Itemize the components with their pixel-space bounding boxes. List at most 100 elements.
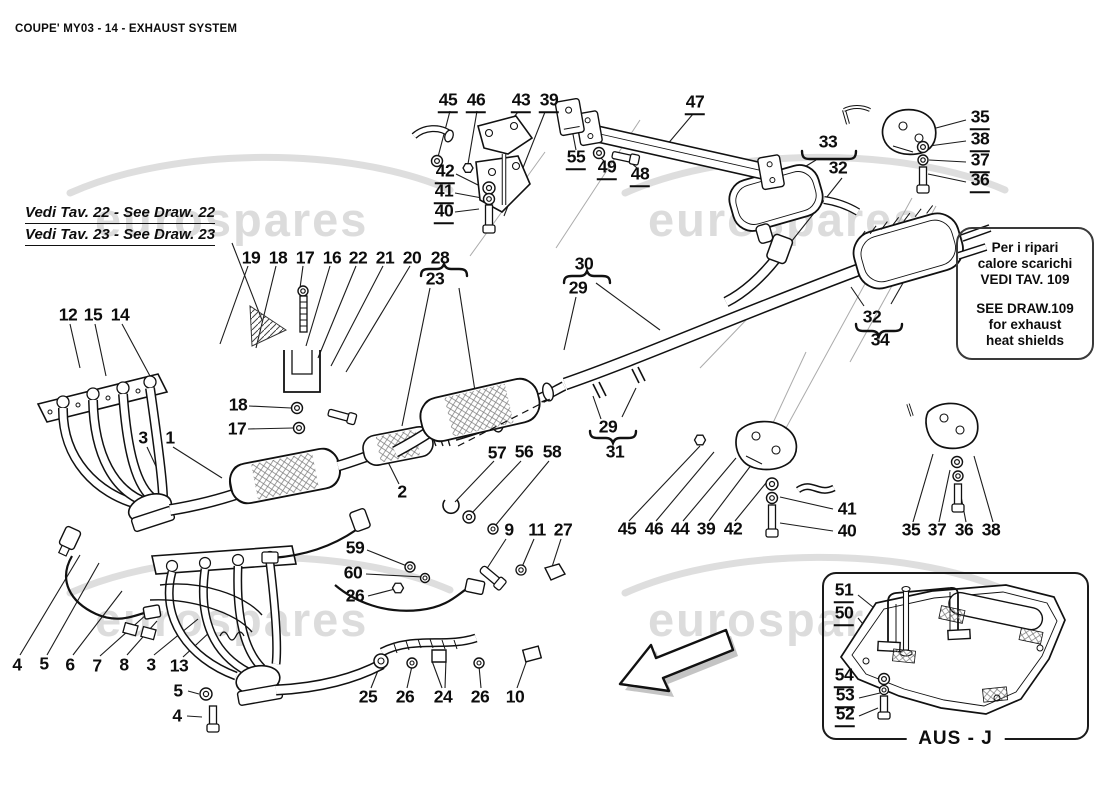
callout-46[interactable]: 46 [644, 518, 664, 539]
front-manifold [36, 373, 176, 533]
mount-stud-and-bracket [283, 285, 499, 594]
callout-38[interactable]: 38 [981, 519, 1001, 540]
callout-5[interactable]: 5 [173, 680, 183, 701]
note-line-it-3: VEDI TAV. 109 [980, 271, 1070, 287]
callout-15[interactable]: 15 [83, 304, 103, 325]
callout-35[interactable]: 35 [969, 108, 991, 130]
callout-8[interactable]: 8 [119, 654, 129, 675]
inset-box: AUS - J [822, 572, 1089, 750]
callout-13[interactable]: 13 [169, 655, 189, 676]
callout-42[interactable]: 42 [434, 162, 456, 184]
callout-12[interactable]: 12 [58, 304, 78, 325]
callout-26[interactable]: 26 [395, 686, 415, 707]
callout-30[interactable]: 30 [574, 253, 594, 274]
callout-40[interactable]: 40 [433, 202, 455, 224]
callout-38[interactable]: 38 [969, 130, 991, 152]
rear-hanger-bracket-lower [906, 402, 979, 513]
callout-27[interactable]: 27 [553, 519, 573, 540]
callout-17[interactable]: 17 [295, 247, 315, 268]
callout-50[interactable]: 50 [833, 604, 855, 626]
callout-18[interactable]: 18 [228, 394, 248, 415]
callout-3[interactable]: 3 [138, 427, 148, 448]
callout-40[interactable]: 40 [837, 520, 857, 541]
callout-4[interactable]: 4 [172, 705, 182, 726]
mid-hanger-bracket [693, 420, 836, 538]
callout-9[interactable]: 9 [504, 519, 514, 540]
callout-36[interactable]: 36 [954, 519, 974, 540]
callout-53[interactable]: 53 [834, 686, 856, 708]
callout-16[interactable]: 16 [322, 247, 342, 268]
callout-51[interactable]: 51 [833, 581, 855, 603]
callout-5[interactable]: 5 [39, 653, 49, 674]
note-line-en-2: for exhaust [988, 316, 1062, 332]
callout-10[interactable]: 10 [505, 686, 525, 707]
callout-60[interactable]: 60 [343, 562, 363, 583]
callout-26[interactable]: 26 [470, 686, 490, 707]
callout-49[interactable]: 49 [596, 158, 618, 180]
callout-56[interactable]: 56 [514, 441, 534, 462]
callout-54[interactable]: 54 [833, 666, 855, 688]
callout-41[interactable]: 41 [433, 182, 455, 204]
callout-32[interactable]: 32 [828, 157, 848, 178]
drawing-ref-2: Vedi Tav. 23 - See Draw. 23 [25, 224, 216, 246]
callout-35[interactable]: 35 [901, 519, 921, 540]
catalytic-converters-upper [392, 377, 567, 458]
group-braces [419, 149, 904, 447]
lower-manifold [149, 545, 385, 706]
callout-47[interactable]: 47 [684, 93, 706, 115]
callout-28[interactable]: 28 [430, 247, 450, 268]
callout-31[interactable]: 31 [605, 441, 625, 462]
callout-23[interactable]: 23 [425, 268, 445, 289]
callout-42[interactable]: 42 [723, 518, 743, 539]
callout-37[interactable]: 37 [927, 519, 947, 540]
callout-2[interactable]: 2 [397, 481, 407, 502]
callout-59[interactable]: 59 [345, 537, 365, 558]
callout-44[interactable]: 44 [670, 518, 690, 539]
callout-58[interactable]: 58 [542, 441, 562, 462]
watermark-text: eurospares [95, 193, 369, 246]
callout-25[interactable]: 25 [358, 686, 378, 707]
callout-46[interactable]: 46 [465, 91, 487, 113]
callout-18[interactable]: 18 [268, 247, 288, 268]
callout-32[interactable]: 32 [862, 306, 882, 327]
callout-11[interactable]: 11 [528, 519, 546, 540]
callout-43[interactable]: 43 [510, 91, 532, 113]
callout-17[interactable]: 17 [227, 418, 247, 439]
callout-6[interactable]: 6 [65, 654, 75, 675]
callout-55[interactable]: 55 [565, 148, 587, 170]
callout-57[interactable]: 57 [487, 442, 507, 463]
callout-26[interactable]: 26 [345, 585, 365, 606]
callout-34[interactable]: 34 [870, 329, 890, 350]
page-title: COUPE' MY03 - 14 - EXHAUST SYSTEM [15, 23, 238, 35]
front-mount-bracket [411, 115, 534, 234]
callout-7[interactable]: 7 [92, 655, 102, 676]
callout-36[interactable]: 36 [969, 171, 991, 193]
callout-48[interactable]: 48 [629, 165, 651, 187]
callout-39[interactable]: 39 [538, 91, 560, 113]
callout-29[interactable]: 29 [568, 277, 588, 298]
callout-37[interactable]: 37 [969, 151, 991, 173]
callout-33[interactable]: 33 [818, 131, 838, 152]
callout-41[interactable]: 41 [837, 498, 857, 519]
callout-4[interactable]: 4 [12, 654, 22, 675]
callout-1[interactable]: 1 [165, 427, 175, 448]
note-line-en-3: heat shields [985, 332, 1065, 348]
callout-20[interactable]: 20 [402, 247, 422, 268]
callout-29[interactable]: 29 [598, 416, 618, 437]
callout-24[interactable]: 24 [433, 686, 453, 707]
callout-19[interactable]: 19 [241, 247, 261, 268]
callout-14[interactable]: 14 [110, 304, 130, 325]
oxygen-sensor-cables [57, 508, 567, 733]
callout-21[interactable]: 21 [375, 247, 395, 268]
callout-45[interactable]: 45 [437, 91, 459, 113]
callout-3[interactable]: 3 [146, 654, 156, 675]
callout-22[interactable]: 22 [348, 247, 368, 268]
callout-52[interactable]: 52 [834, 705, 856, 727]
callout-45[interactable]: 45 [617, 518, 637, 539]
inset-label: AUS - J [906, 728, 1005, 750]
callout-39[interactable]: 39 [696, 518, 716, 539]
